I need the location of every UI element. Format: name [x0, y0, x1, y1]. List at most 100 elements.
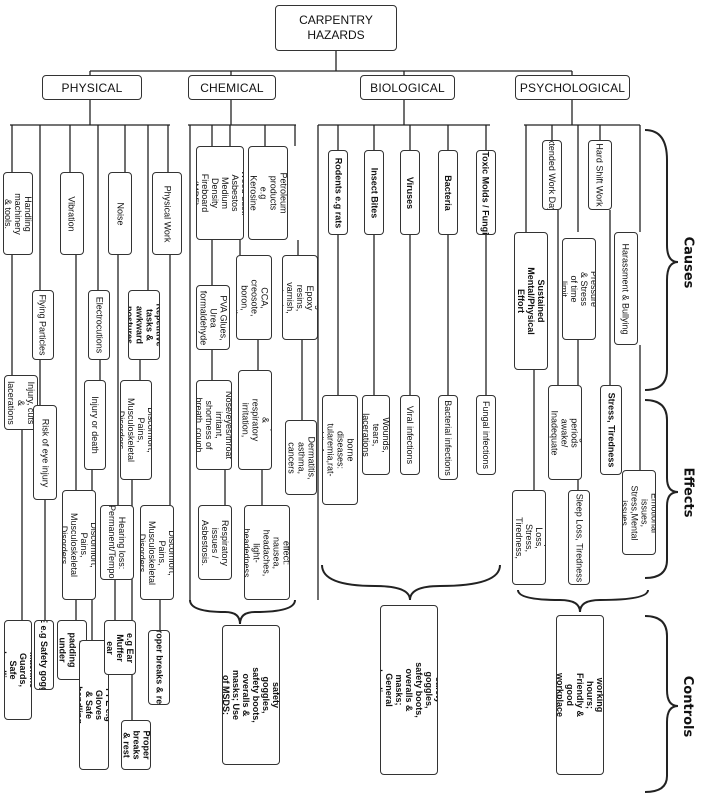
- physical-control-6: Proper breaks & rest: [121, 720, 151, 770]
- chemical-effect-4-text: Narcotic effect: nausea, headaches, ligh…: [244, 527, 290, 578]
- biological-effect-4-text: Bacterial infections: [443, 399, 454, 476]
- chemical-effect-2: Respiratory issues / Asbestosis.: [198, 505, 232, 580]
- physical-cause-6: Repetitive tasks & awkward postures: [128, 290, 160, 360]
- biological-effect-5: Fungal infections: [476, 395, 496, 475]
- psych-effect-4: Stress, Tiredness: [600, 385, 622, 475]
- physical-control-4-text: PPE e.g Gloves & Safe handling: [79, 686, 109, 724]
- psych-cause-5-text: Harassment & Bullying: [621, 242, 632, 335]
- category-chemical-label: CHEMICAL: [200, 80, 264, 95]
- biological-effect-4: Bacterial infections: [438, 395, 458, 480]
- psych-control-text: Proper breaks & rest; Short working hour…: [556, 672, 604, 718]
- side-label-effects: Effects: [676, 467, 700, 517]
- category-chemical: CHEMICAL: [188, 75, 276, 100]
- biological-effect-3-text: Viral infections: [405, 405, 415, 465]
- biological-cause-4: Bacteria: [438, 150, 458, 235]
- physical-effect-6: Discomfort, Pains, Musculoskeletal Disor…: [120, 380, 152, 480]
- chemical-cause-1: Wood dust: Asbestos Medium Density Fireb…: [196, 146, 244, 240]
- physical-effect-5: Hearing loss: Permanent/Temporary: [100, 505, 134, 580]
- psych-control: Proper breaks & rest; Short working hour…: [556, 615, 604, 775]
- psych-cause-2: Sustained Mental/Physical Effort: [514, 232, 548, 370]
- psych-effect-2: Long periods awake/ Inadequate sleep: [548, 385, 582, 480]
- chemical-effect-5: Dermatitis, asthma, cancers: [285, 420, 317, 495]
- physical-cause-4: Electrocutions: [88, 290, 110, 360]
- category-biological: BIOLOGICAL: [360, 75, 455, 100]
- physical-control-1-text: Machine Guards, Safe handling: [4, 651, 32, 689]
- psych-effect-1: Sleep Loss, Stress, Tiredness, Pressure: [512, 490, 546, 585]
- physical-cause-3-text: Vibration: [67, 195, 78, 232]
- physical-cause-5: Noise: [108, 172, 132, 255]
- biological-cause-5: Toxic Molds / Fungi: [476, 150, 496, 235]
- biological-cause-5-text: Toxic Molds / Fungi: [481, 150, 491, 235]
- chemical-cause-1-text: Wood dust: Asbestos Medium Density Fireb…: [196, 170, 244, 216]
- physical-effect-2-text: Risk of eye injury: [40, 418, 50, 487]
- chemical-cause-5-text: Resins & Coatings: Epoxy resins, varnish…: [282, 278, 318, 317]
- chemical-cause-2: Adhesives: PVA Glues, Urea formaldehyde …: [196, 285, 230, 350]
- side-label-effects-text: Effects: [680, 467, 696, 517]
- side-label-causes-text: Causes: [680, 236, 696, 288]
- biological-control-text: Use of PPE like gloves, safety goggles, …: [380, 662, 438, 718]
- category-physical-label: PHYSICAL: [61, 80, 123, 95]
- chemical-cause-4: Wood Preservative: CCA, creosote, boron,…: [236, 255, 272, 340]
- chemical-effect-3-text: Skin, eye & respiratory irritation, canc…: [238, 398, 271, 442]
- biological-cause-2: Insect Bites: [364, 150, 384, 235]
- psych-cause-1: Extended Work Days: [542, 140, 562, 210]
- psych-effect-2-text: Long periods awake/ Inadequate sleep: [548, 409, 581, 456]
- biological-cause-1: Rodents e.g rats: [328, 150, 348, 235]
- physical-cause-3: Vibration: [60, 172, 84, 255]
- physical-cause-1-text: Handling machinery & tools.: [3, 192, 33, 235]
- biological-effect-2-text: Wounds, tears, lacerations: [362, 413, 390, 457]
- chemical-cause-4-text: Wood Preservative: CCA, creosote, boron,…: [236, 271, 272, 324]
- psych-effect-4-text: Stress, Tiredness: [606, 392, 616, 468]
- psych-cause-5: Harassment & Bullying: [614, 232, 638, 345]
- side-label-controls-text: Controls: [680, 675, 696, 737]
- psych-cause-3: Hard Shift Work: [588, 140, 612, 210]
- diagram-title: CARPENTRY HAZARDS: [275, 5, 397, 51]
- psych-cause-2-text: Sustained Mental/Physical Effort: [516, 267, 546, 335]
- biological-cause-1-text: Rodents e.g rats: [333, 157, 344, 228]
- physical-control-6-text: Proper breaks & rest: [121, 730, 151, 760]
- chemical-control: Use of PPE like gloves, safety goggles, …: [222, 625, 280, 765]
- biological-cause-2-text: Insect Bites: [369, 167, 379, 218]
- psych-cause-4-text: Pressure & Stress of time limit: [562, 270, 596, 308]
- biological-effect-3: Viral infections: [400, 395, 420, 475]
- chemical-cause-3: Thinners: Petroleum products e.g Kerosin…: [248, 146, 288, 240]
- chemical-cause-3-text: Thinners: Petroleum products e.g Kerosin…: [248, 172, 288, 214]
- biological-cause-3-text: Viruses: [405, 176, 416, 209]
- physical-effect-5-text: Hearing loss: Permanent/Temporary: [107, 505, 127, 580]
- chemical-effect-1: Nose/eyes/throat irritant, shortness of …: [196, 380, 232, 470]
- psych-effect-3: Sleep Loss, Tiredness: [568, 490, 590, 585]
- physical-control-1: Machine Guards, Safe handling: [4, 620, 32, 720]
- physical-cause-2: Flying Particles: [32, 290, 54, 360]
- title-text: CARPENTRY HAZARDS: [299, 13, 373, 42]
- psych-effect-5: Emotional issues, Stress,Mental issues: [622, 470, 656, 555]
- physical-control-5-text: PPE e.g Ear Muffer ear plugs: [105, 632, 135, 663]
- psych-cause-3-text: Hard Shift Work: [595, 143, 606, 207]
- physical-effect-6-text: Discomfort, Pains, Musculoskeletal Disor…: [120, 397, 152, 463]
- physical-cause-1: Handling machinery & tools.: [3, 172, 33, 255]
- chemical-control-text: Use of PPE like gloves, safety goggles, …: [222, 667, 280, 723]
- physical-cause-4-text: Electrocutions: [94, 296, 104, 354]
- physical-control-2: PPE e.g Safety goggles: [34, 620, 54, 690]
- biological-effect-2: Wounds, tears, lacerations: [362, 395, 390, 475]
- physical-effect-3: Discomfort, Pains, Musculoskeletal Disor…: [62, 490, 96, 600]
- physical-effect-7-text: Discomfort, Pains, Musculoskeletal Disor…: [140, 520, 174, 585]
- physical-control-7: Proper breaks & rest: [148, 630, 170, 705]
- physical-control-5: PPE e.g Ear Muffer ear plugs: [104, 620, 136, 675]
- psych-cause-1-text: Extended Work Days: [547, 140, 557, 210]
- psych-effect-5-text: Emotional issues, Stress,Mental issues: [622, 484, 656, 541]
- biological-cause-3: Viruses: [400, 150, 420, 235]
- physical-effect-1-text: Injury, cuts & lacerations: [6, 380, 37, 425]
- chemical-effect-5-text: Dermatitis, asthma, cancers: [286, 435, 317, 480]
- chemical-cause-2-text: Adhesives: PVA Glues, Urea formaldehyde …: [196, 290, 230, 345]
- category-psychological: PSYCHOLOGICAL: [515, 75, 630, 100]
- side-label-causes: Causes: [676, 236, 700, 288]
- physical-control-7-text: Proper breaks & rest: [154, 630, 165, 705]
- physical-cause-5-text: Noise: [115, 201, 126, 226]
- biological-control: Use of PPE like gloves, safety goggles, …: [380, 605, 438, 775]
- physical-effect-4-text: Injury or death: [90, 396, 101, 454]
- biological-effect-1: Rodent borne diseases: tularemia,rat-bit…: [322, 395, 358, 505]
- chemical-effect-1-text: Nose/eyes/throat irritant, shortness of …: [196, 390, 232, 460]
- side-label-controls: Controls: [676, 675, 700, 736]
